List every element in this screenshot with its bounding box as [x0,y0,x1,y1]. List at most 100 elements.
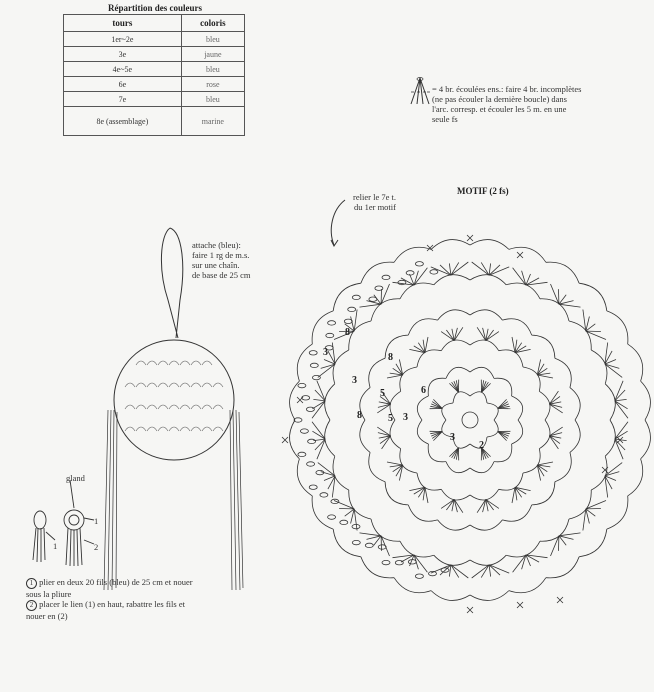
stitch-line [497,401,509,409]
stitch-line [497,431,510,435]
stitch-line [323,475,336,481]
stitch-line [413,270,419,286]
stitch-line [417,342,426,353]
chain-stitch [327,320,337,326]
stitch-line [431,403,443,409]
fringe-right [229,409,244,591]
chain-arc [407,504,438,522]
stitch-line [488,266,510,276]
stitch-line [614,430,628,440]
stitch-line [392,367,403,376]
chain-stitch [368,296,378,302]
stitch-line [381,390,391,405]
chain-stitch [428,570,437,577]
chain-arc [430,239,471,250]
stitch-line [604,475,617,481]
stitch-line [392,281,415,286]
stitch-line [377,403,391,408]
chain-arc [522,366,541,392]
stitch-line [366,535,382,540]
join-note: relier le 7e t. du 1er motif [330,192,396,212]
stitch-line [379,435,391,444]
stitch-line [525,554,548,559]
stitch-line [536,359,541,376]
stitch-line [582,508,587,531]
stitch-line [558,294,567,305]
stitch-line [525,273,531,286]
stitch-line [549,432,563,437]
chain-arc [384,481,409,506]
stitch-line [604,363,620,369]
stitch-line [413,554,428,573]
chain-arc [469,366,495,379]
chain-stitch [351,523,361,530]
chain-arc [452,391,471,404]
chain-arc [469,239,510,250]
chain-arc [311,495,334,530]
chain-arc [359,387,371,421]
chain-arc [296,343,313,382]
mesh-arc [146,360,158,366]
stitch-line [481,380,485,393]
chain-stitch [339,519,349,526]
chain-stitch [397,279,407,286]
stitch-line [536,363,545,376]
stitch-line [378,401,391,405]
stitch-line [497,431,509,437]
chain-arc [640,380,651,421]
mesh-arc [201,360,213,366]
stitch-line [585,508,596,517]
chain-arc [445,366,471,379]
chain-arc [545,261,580,284]
round-number-label: 5 [380,388,385,399]
table-caption: Répartition des couleurs [108,3,202,13]
mesh-arc [201,404,213,410]
chain-arc [498,472,524,491]
stitch-line [449,263,452,276]
chain-arc [360,556,395,579]
stitch-line [604,363,623,378]
chain-stitch [347,306,357,312]
stitch-line [536,464,545,477]
round-number-label: 6 [421,385,426,396]
chain-stitch [308,484,318,490]
stitch-line [344,508,355,517]
chain-arc [440,339,471,351]
legend-line: seule fs [432,114,458,124]
hanging-loop [160,227,184,339]
chain-arc [539,390,551,421]
stitch-line [389,372,403,376]
legend-line: = 4 br. écoulées ens.: faire 4 br. incom… [432,84,582,94]
join-note-line: relier le 7e t. [353,192,396,202]
stitch-line [521,554,527,570]
round-number-label: 3 [323,347,328,358]
single-crochet-mark [556,596,564,604]
chain-arc [569,387,581,421]
chain-stitch [309,362,319,368]
stitch-line [604,475,613,490]
stitch-line [514,342,523,353]
stitch-line [422,339,426,353]
chain-arc [416,395,429,421]
ball-mesh [124,360,224,432]
mesh-arc [124,426,136,432]
single-crochet-mark [601,466,609,474]
stitch-line [359,532,382,537]
chain-arc [604,383,616,421]
stitch-line [549,403,563,408]
mesh-arc [146,404,158,410]
tassel-illustration [32,479,95,567]
stitch-line [521,270,527,286]
single-crochet-mark [516,251,524,259]
stitch-line [549,435,559,450]
stitch-line [614,380,624,402]
chain-arc [389,419,401,450]
stitch-line [395,363,404,376]
chain-arc [579,282,608,311]
stitch-line [350,316,355,332]
stitch-line [614,438,626,451]
chain-arc [627,458,644,497]
round-number-label: 3 [352,375,357,386]
stitch-line [480,262,490,276]
tassel-label: gland [66,473,85,483]
